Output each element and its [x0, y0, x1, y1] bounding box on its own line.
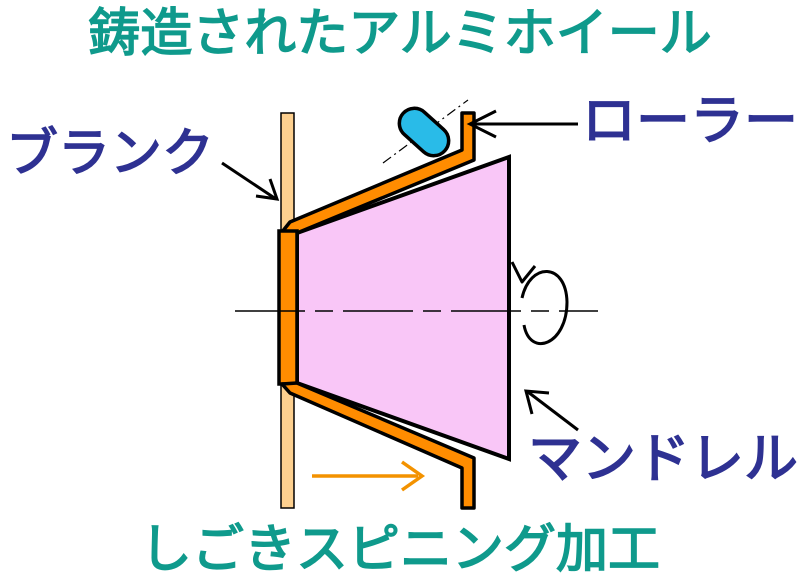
mandrel-cone [295, 154, 511, 462]
workpiece-lower [280, 381, 476, 510]
feed-arrowhead-icon [400, 460, 426, 492]
mandrel-leader-line [527, 390, 579, 432]
roller [397, 106, 451, 158]
blank-leader-arrowhead-icon [255, 178, 280, 201]
roller-leader-arrowhead-icon [466, 109, 497, 139]
process-name: しごきスピニング加工 [139, 520, 660, 580]
diagram-title: 鋳造されたアルミホイール [88, 4, 712, 64]
mandrel-label: マンドレル [528, 427, 798, 490]
mandrel-leader-arrowhead-icon [524, 389, 550, 415]
workpiece-upper [280, 111, 476, 235]
rotation-arrow-icon [520, 270, 569, 346]
roller-label: ローラー [582, 89, 798, 152]
rotation-arrowhead-icon [510, 261, 537, 284]
roller-axis [382, 99, 469, 164]
workpiece-left-wall [277, 229, 299, 386]
blank-leader-line [221, 161, 277, 201]
blank-label: ブランク [6, 124, 215, 184]
